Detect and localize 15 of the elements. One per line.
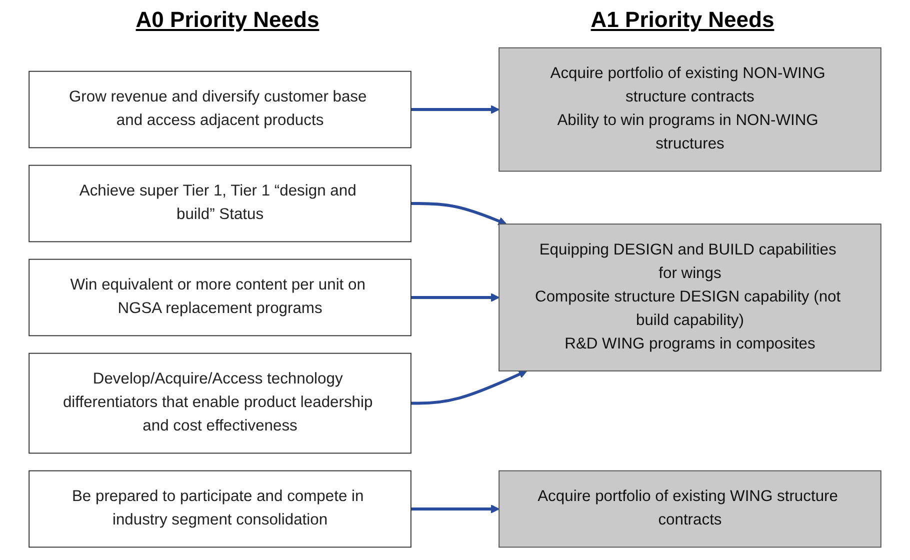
node-box: Acquire portfolio of existing NON-WING structure contracts Ability to win programs in NON-WING structures — [498, 47, 882, 172]
node-box: Be prepared to participate and compete in industry segment consolidation — [28, 470, 412, 548]
arrow — [410, 293, 500, 302]
arrow — [410, 370, 528, 405]
column-heading: A1 Priority Needs — [590, 7, 774, 33]
node-box: Acquire portfolio of existing WING structure contracts — [498, 470, 882, 548]
node-box: Win equivalent or more content per unit on NGSA replacement programs — [28, 258, 412, 336]
node-box: Develop/Acquire/Access technology differentiators that enable product leadership and cost effectiveness — [28, 352, 412, 454]
arrow — [410, 105, 500, 114]
node-box: Equipping DESIGN and BUILD capabilities for wings Composite structure DESIGN capability (not build capability) R&D WING programs in composites — [498, 224, 882, 372]
column-heading: A0 Priority Needs — [136, 7, 320, 33]
node-box: Grow revenue and diversify customer base and access adjacent products — [28, 70, 412, 148]
arrow — [410, 202, 507, 226]
node-box: Achieve super Tier 1, Tier 1 “design and build” Status — [28, 164, 412, 242]
arrow — [410, 504, 500, 514]
